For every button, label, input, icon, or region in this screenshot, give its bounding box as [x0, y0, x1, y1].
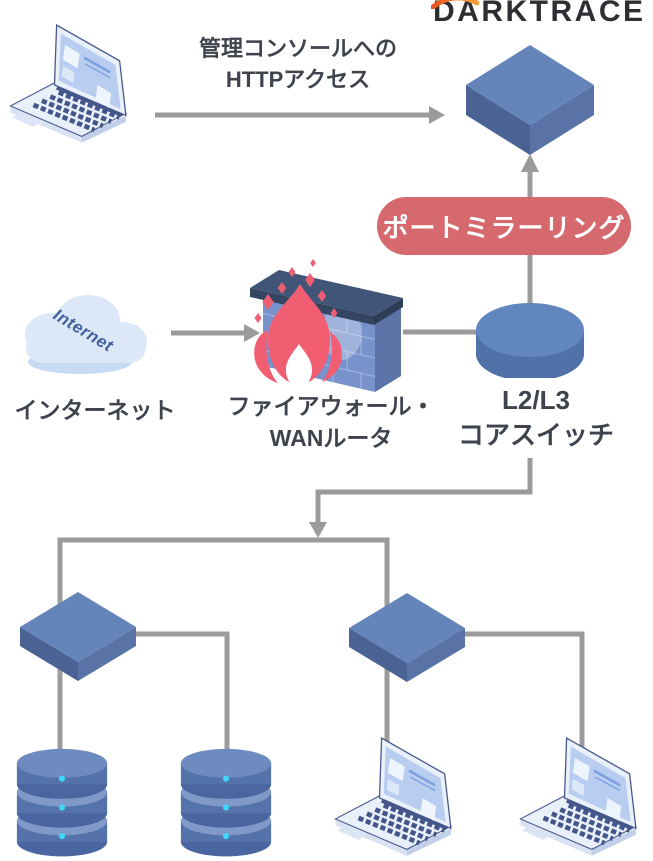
port-mirroring-badge: ポートミラーリング [377, 197, 631, 255]
client-laptop-2 [520, 738, 636, 856]
darktrace-appliance [466, 45, 594, 155]
firewall-wall [250, 259, 403, 392]
internet-label: インターネット [14, 397, 176, 423]
client-laptop-1 [335, 738, 451, 856]
access-switch-left [20, 592, 136, 681]
flame-icon [254, 259, 342, 389]
admin-laptop [10, 25, 125, 143]
internet-cloud: Internet [25, 295, 147, 374]
firewall-label: ファイアウォール・ WANルータ [227, 393, 435, 451]
server-stack-1 [16, 748, 108, 857]
lan-connector-lines [57, 537, 585, 755]
arrow-internet-to-firewall [171, 324, 260, 342]
darktrace-logo-swoosh-icon [431, 0, 479, 9]
http-access-label: 管理コンソールへの HTTPアクセス [198, 36, 397, 93]
core-switch-cylinder [476, 303, 584, 381]
darktrace-logo: DARKTRACE [433, 0, 646, 28]
core-switch-label: L2/L3 コアスイッチ [440, 378, 632, 458]
server-stack-2 [180, 748, 272, 857]
access-switch-right [349, 593, 465, 682]
arrow-http-access [155, 106, 445, 124]
